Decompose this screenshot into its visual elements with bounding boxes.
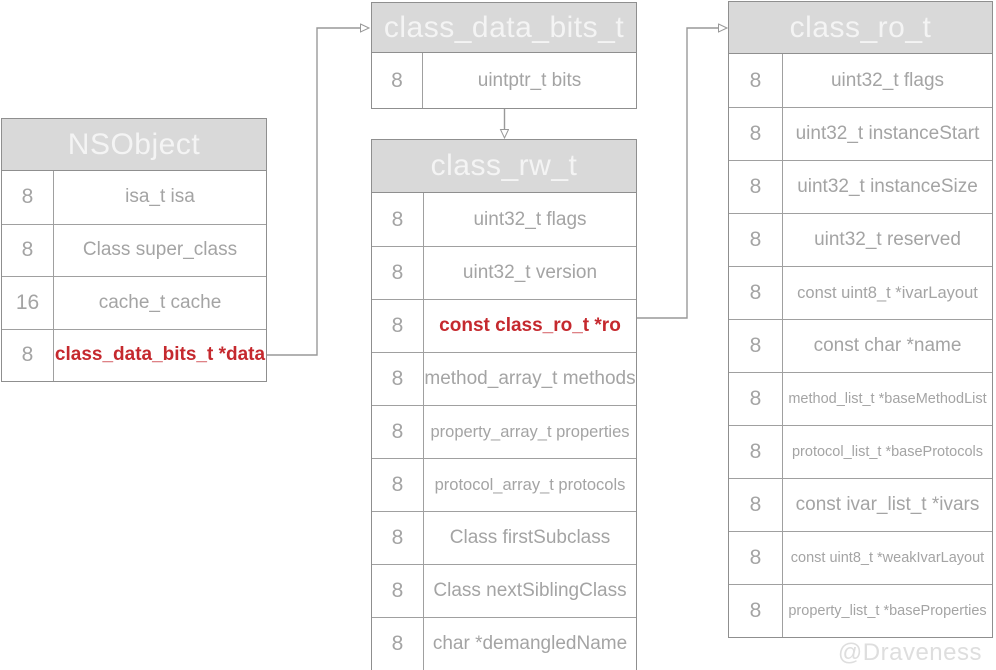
row-size-cell: 8 xyxy=(2,329,54,381)
row-field-cell: protocol_list_t *baseProtocols xyxy=(791,444,984,460)
row-size-cell: 8 xyxy=(372,618,424,670)
row-field-cell: const class_ro_t *ro xyxy=(439,315,621,336)
row-size-cell: 8 xyxy=(372,53,423,108)
table-row: 8 property_array_t properties xyxy=(372,405,636,458)
row-size-cell: 8 xyxy=(729,532,783,584)
table-row: 8 const class_ro_t *ro xyxy=(372,299,636,352)
row-size-cell: 8 xyxy=(372,300,424,352)
table-row: 8 Class nextSiblingClass xyxy=(372,564,636,617)
row-field-cell: Class nextSiblingClass xyxy=(433,580,627,601)
row-size-cell: 8 xyxy=(372,247,424,299)
row-field-cell: const uint8_t *ivarLayout xyxy=(797,283,978,302)
row-field-cell: method_list_t *baseMethodList xyxy=(788,391,987,407)
row-size-cell: 8 xyxy=(372,459,424,511)
struct-table-class-data-bits-t: class_data_bits_t 8 uintptr_t bits xyxy=(371,2,637,109)
table-row: 8 uint32_t flags xyxy=(729,54,992,107)
row-field-cell: const char *name xyxy=(813,335,962,356)
table-row: 8 const uint8_t *weakIvarLayout xyxy=(729,531,992,584)
row-size-cell: 16 xyxy=(2,277,54,329)
table-row: 8 uintptr_t bits xyxy=(372,53,636,108)
table-row: 8 isa_t isa xyxy=(2,171,266,224)
row-field-cell: method_array_t methods xyxy=(424,368,636,389)
row-size-cell: 8 xyxy=(729,214,783,266)
arrow-data-to-class-data-bits xyxy=(267,28,360,356)
row-field-cell: class_data_bits_t *data xyxy=(54,344,266,366)
row-field-cell: uint32_t version xyxy=(462,262,598,283)
row-field-cell: Class firstSubclass xyxy=(449,527,611,548)
row-field-cell: const uint8_t *weakIvarLayout xyxy=(790,550,985,566)
table-row: 8 protocol_array_t protocols xyxy=(372,458,636,511)
row-field-cell: char *demangledName xyxy=(432,633,628,654)
row-size-cell: 8 xyxy=(729,426,783,478)
row-field-cell: uint32_t reserved xyxy=(814,229,961,250)
struct-table-class-rw-t: class_rw_t 8 uint32_t flags 8 uint32_t vers… xyxy=(371,139,637,670)
table-row: 8 uint32_t reserved xyxy=(729,213,992,266)
row-size-cell: 8 xyxy=(729,585,783,637)
table-row: 8 char *demangledName xyxy=(372,617,636,670)
row-field-cell: uint32_t instanceSize xyxy=(797,176,978,197)
table-row: 8 const char *name xyxy=(729,319,992,372)
table-row: 8 property_list_t *baseProperties xyxy=(729,584,992,637)
row-field-cell: protocol_array_t protocols xyxy=(434,475,626,494)
table-row: 8 method_list_t *baseMethodList xyxy=(729,372,992,425)
row-field-cell: property_list_t *baseProperties xyxy=(788,603,987,619)
row-size-cell: 8 xyxy=(729,320,783,372)
row-field-cell: property_array_t properties xyxy=(430,422,630,441)
row-size-cell: 8 xyxy=(372,512,424,564)
row-field-cell: cache_t cache xyxy=(98,291,222,313)
row-size-cell: 8 xyxy=(729,479,783,531)
row-size-cell: 8 xyxy=(729,54,783,107)
table-row: 8 uint32_t instanceSize xyxy=(729,160,992,213)
row-size-cell: 8 xyxy=(729,267,783,319)
table-row: 8 uint32_t instanceStart xyxy=(729,107,992,160)
table-row: 8 Class super_class xyxy=(2,223,266,276)
row-size-cell: 8 xyxy=(372,565,424,617)
table-row: 8 const ivar_list_t *ivars xyxy=(729,478,992,531)
table-title-class-data-bits-t: class_data_bits_t xyxy=(372,3,636,53)
row-field-cell: uint32_t instanceStart xyxy=(795,123,980,144)
row-field-cell: uint32_t flags xyxy=(473,208,587,230)
table-title-class-ro-t: class_ro_t xyxy=(729,2,992,54)
row-field-cell: isa_t isa xyxy=(125,186,195,208)
table-row: 8 const uint8_t *ivarLayout xyxy=(729,266,992,319)
table-title-class-rw-t: class_rw_t xyxy=(372,140,636,193)
arrow-ro-to-class-ro xyxy=(637,28,718,319)
row-size-cell: 8 xyxy=(372,193,424,246)
watermark-text: @Draveness xyxy=(837,639,982,666)
row-size-cell: 8 xyxy=(729,108,783,160)
row-field-cell: const ivar_list_t *ivars xyxy=(795,494,980,515)
table-row: 8 Class firstSubclass xyxy=(372,511,636,564)
table-row: 8 uint32_t flags xyxy=(372,193,636,246)
row-size-cell: 8 xyxy=(2,224,54,276)
row-field-cell: uintptr_t bits xyxy=(477,69,582,91)
row-field-cell: Class super_class xyxy=(82,239,238,261)
row-size-cell: 8 xyxy=(2,171,54,224)
row-size-cell: 8 xyxy=(372,406,424,458)
struct-table-class-ro-t: class_ro_t 8 uint32_t flags 8 uint32_t inst… xyxy=(728,1,993,638)
row-size-cell: 8 xyxy=(729,161,783,213)
row-field-cell: uint32_t flags xyxy=(830,69,945,91)
table-title-nsobject: NSObject xyxy=(2,119,266,171)
table-row: 8 uint32_t version xyxy=(372,246,636,299)
row-size-cell: 8 xyxy=(372,353,424,405)
row-size-cell: 8 xyxy=(729,373,783,425)
table-row: 8 protocol_list_t *baseProtocols xyxy=(729,425,992,478)
table-row: 16 cache_t cache xyxy=(2,276,266,329)
